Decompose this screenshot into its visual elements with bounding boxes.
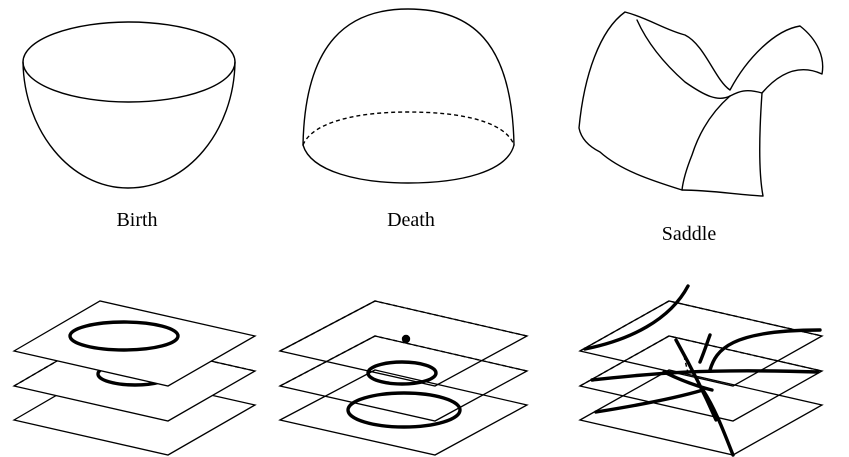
- death-surface: [303, 9, 514, 183]
- death-label: Death: [387, 209, 435, 231]
- birth-level-sets: [14, 301, 255, 455]
- saddle-label: Saddle: [662, 223, 717, 245]
- birth-label: Birth: [116, 209, 157, 231]
- birth-surface: [23, 22, 235, 188]
- death-level-sets: [280, 301, 527, 455]
- death-point: [402, 335, 410, 343]
- saddle-level-sets: [580, 286, 822, 455]
- saddle-surface: [579, 12, 823, 196]
